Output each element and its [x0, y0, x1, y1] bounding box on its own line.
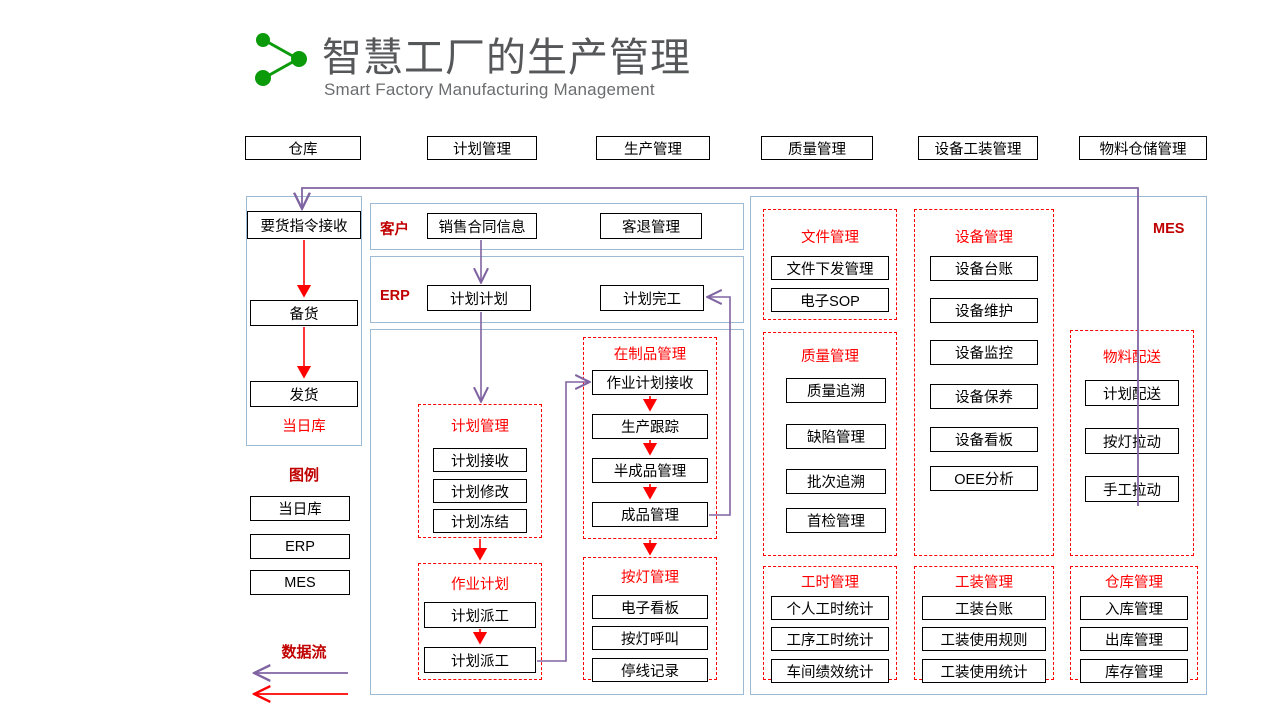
wip-item-finished-goods[interactable]: 成品管理 [592, 502, 708, 527]
andon-item-stopline-log[interactable]: 停线记录 [592, 658, 708, 682]
topnav-item-warehouse[interactable]: 仓库 [245, 136, 361, 160]
plan-mgmt-item-freeze[interactable]: 计划冻结 [433, 509, 527, 533]
wip-item-work-plan-receive[interactable]: 作业计划接收 [592, 370, 708, 395]
storage-item-inbound[interactable]: 入库管理 [1080, 596, 1188, 620]
group-plan-mgmt-title: 计划管理 [451, 419, 509, 435]
legend-item-erp: ERP [250, 534, 350, 559]
group-equipment-mgmt-title: 设备管理 [955, 230, 1013, 246]
group-manhour-mgmt-title: 工时管理 [801, 575, 859, 591]
andon-item-call[interactable]: 按灯呼叫 [592, 626, 708, 650]
equipment-item-oee[interactable]: OEE分析 [930, 466, 1038, 491]
erp-box-plan-complete[interactable]: 计划完工 [600, 285, 704, 311]
manhour-item-workshop[interactable]: 车间绩效统计 [771, 659, 889, 683]
tooling-item-ledger[interactable]: 工装台账 [922, 596, 1046, 620]
warehouse-step-ship[interactable]: 发货 [250, 381, 358, 407]
page-title: 智慧工厂的生产管理 [322, 36, 691, 80]
mes-panel-label: MES [1153, 221, 1185, 237]
quality-item-batch-trace[interactable]: 批次追溯 [786, 469, 886, 494]
group-tooling-mgmt-title: 工装管理 [955, 575, 1013, 591]
equipment-item-ledger[interactable]: 设备台账 [930, 256, 1038, 281]
topnav-item-quality[interactable]: 质量管理 [761, 136, 873, 160]
topnav-item-equipment[interactable]: 设备工装管理 [918, 136, 1038, 160]
equipment-item-board[interactable]: 设备看板 [930, 427, 1038, 452]
warehouse-step-prepare[interactable]: 备货 [250, 300, 358, 326]
group-quality-mgmt-title: 质量管理 [801, 349, 859, 365]
material-item-manual-pull[interactable]: 手工拉动 [1085, 476, 1179, 502]
legend-item-mes: MES [250, 570, 350, 595]
network-nodes-icon [255, 33, 307, 86]
plan-mgmt-item-receive[interactable]: 计划接收 [433, 448, 527, 472]
group-material-delivery-title: 物料配送 [1103, 350, 1161, 366]
customer-box-sales-contract[interactable]: 销售合同信息 [427, 213, 537, 239]
group-andon-mgmt-title: 按灯管理 [621, 570, 679, 586]
plan-mgmt-item-modify[interactable]: 计划修改 [433, 479, 527, 503]
group-doc-mgmt-title: 文件管理 [801, 230, 859, 246]
material-item-andon-pull[interactable]: 按灯拉动 [1085, 428, 1179, 454]
topnav-item-production[interactable]: 生产管理 [596, 136, 710, 160]
topnav-item-material[interactable]: 物料仓储管理 [1079, 136, 1207, 160]
manhour-item-personal[interactable]: 个人工时统计 [771, 596, 889, 620]
equipment-item-upkeep[interactable]: 设备保养 [930, 384, 1038, 409]
tooling-item-statistics[interactable]: 工装使用统计 [922, 659, 1046, 683]
tooling-item-rules[interactable]: 工装使用规则 [922, 627, 1046, 651]
doc-item-distribution[interactable]: 文件下发管理 [771, 256, 889, 280]
quality-item-traceability[interactable]: 质量追溯 [786, 378, 886, 403]
wip-item-semi-finished[interactable]: 半成品管理 [592, 458, 708, 483]
manhour-item-process[interactable]: 工序工时统计 [771, 627, 889, 651]
storage-item-outbound[interactable]: 出库管理 [1080, 627, 1188, 651]
work-plan-item-dispatch-1[interactable]: 计划派工 [424, 602, 536, 628]
group-work-plan-title: 作业计划 [451, 577, 509, 593]
page-subtitle: Smart Factory Manufacturing Management [324, 80, 655, 99]
storage-item-inventory[interactable]: 库存管理 [1080, 659, 1188, 683]
doc-item-esop[interactable]: 电子SOP [771, 288, 889, 312]
erp-box-plan-plan[interactable]: 计划计划 [427, 285, 531, 311]
warehouse-panel-label: 当日库 [282, 419, 326, 435]
legend-dataflow-title: 数据流 [281, 644, 327, 661]
group-wip-mgmt-title: 在制品管理 [613, 347, 687, 363]
andon-item-board[interactable]: 电子看板 [592, 595, 708, 619]
warehouse-step-receive[interactable]: 要货指令接收 [247, 211, 361, 239]
wip-item-production-track[interactable]: 生产跟踪 [592, 414, 708, 439]
equipment-item-maintain[interactable]: 设备维护 [930, 298, 1038, 323]
erp-row-label: ERP [380, 288, 410, 304]
customer-row-label: 客户 [380, 222, 409, 238]
work-plan-item-dispatch-2[interactable]: 计划派工 [424, 647, 536, 673]
legend-title: 图例 [288, 467, 319, 484]
legend-item-daily-stock: 当日库 [250, 496, 350, 521]
quality-item-defect[interactable]: 缺陷管理 [786, 424, 886, 449]
material-item-plan-delivery[interactable]: 计划配送 [1085, 380, 1179, 406]
customer-box-return-mgmt[interactable]: 客退管理 [600, 213, 702, 239]
topnav-item-plan[interactable]: 计划管理 [427, 136, 537, 160]
group-storage-mgmt-title: 仓库管理 [1105, 575, 1163, 591]
equipment-item-monitor[interactable]: 设备监控 [930, 340, 1038, 365]
quality-item-first-insp[interactable]: 首检管理 [786, 508, 886, 533]
